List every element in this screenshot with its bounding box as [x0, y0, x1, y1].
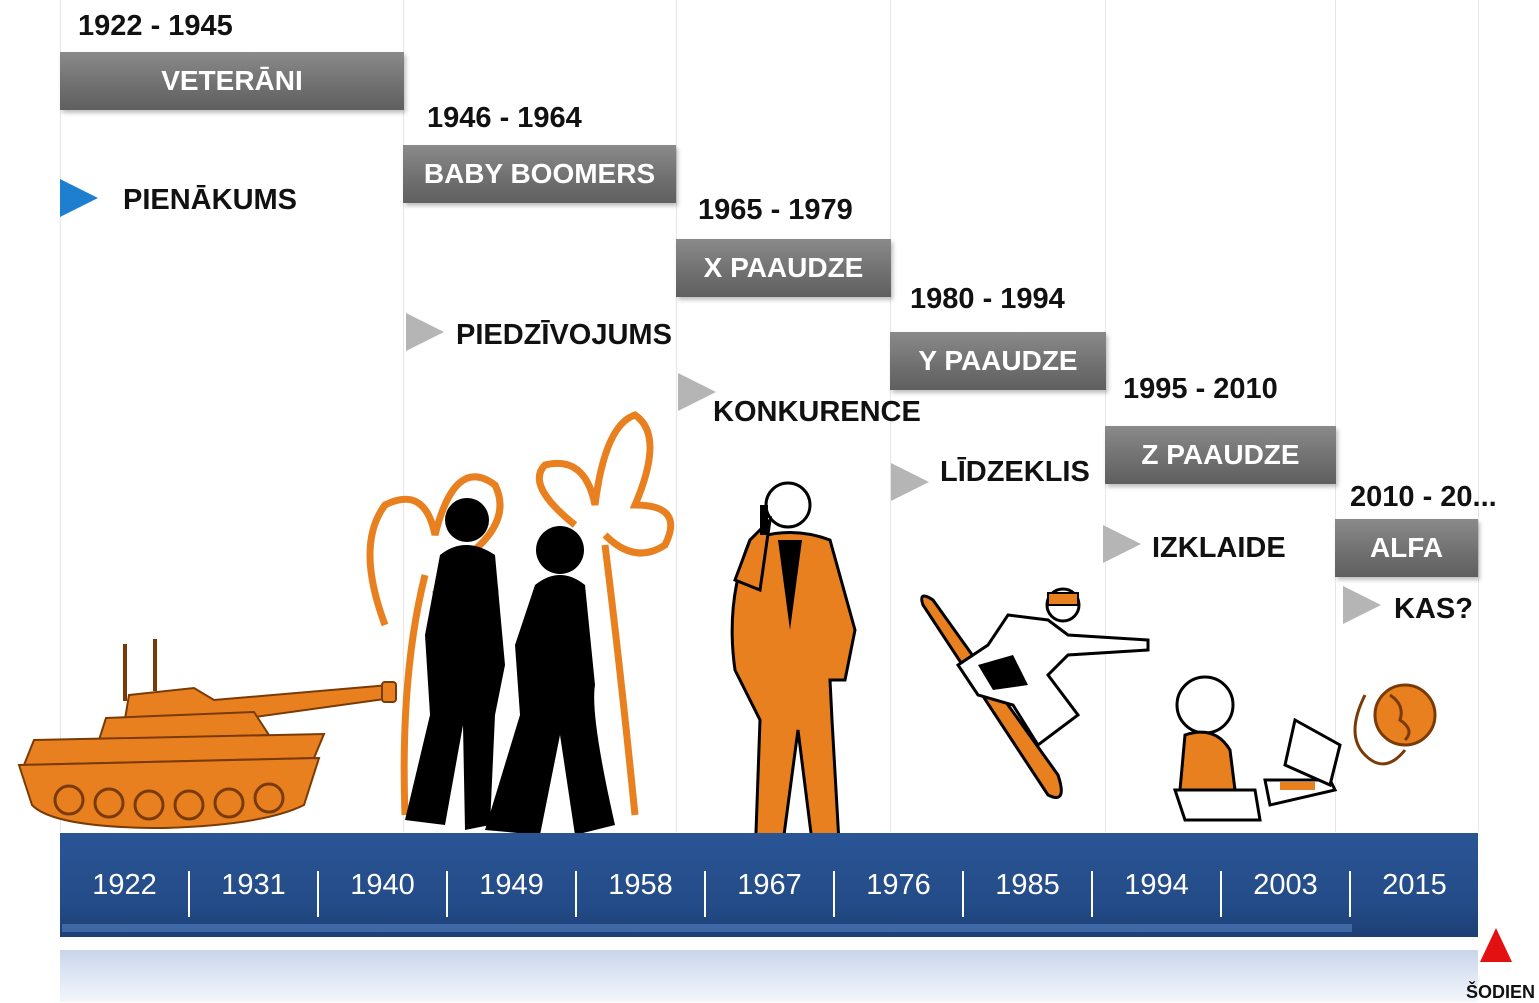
generation-years: 1980 - 1994	[910, 283, 1065, 315]
generation-label-x: X PAAUDZE	[676, 239, 891, 297]
generation-label-y: Y PAAUDZE	[890, 332, 1106, 390]
today-label: ŠODIEN	[1466, 982, 1536, 1002]
timeline-tick-divider	[188, 871, 190, 917]
timeline-tick-label: 1976	[866, 869, 931, 901]
timeline-bar: 1922 1931 1940 1949 1958 1967 1976 1985 …	[60, 833, 1478, 937]
column-divider	[1335, 0, 1336, 832]
timeline-tick-label: 1931	[221, 869, 286, 901]
timeline-tick-label: 1922	[92, 869, 157, 901]
generation-value: LĪDZEKLIS	[940, 456, 1090, 488]
generation-years: 1965 - 1979	[698, 194, 853, 226]
column-divider	[1105, 0, 1106, 832]
timeline-tick-label: 2015	[1382, 869, 1447, 901]
generation-label-z: Z PAAUDZE	[1105, 426, 1336, 484]
generation-years: 1922 - 1945	[78, 10, 233, 42]
timeline-base-shadow	[60, 950, 1478, 1002]
timeline-tick-divider	[704, 871, 706, 917]
timeline-tick-divider	[1349, 871, 1351, 917]
column-divider	[403, 0, 404, 832]
column-divider	[676, 0, 677, 832]
tank-icon	[17, 639, 397, 830]
timeline-tick-divider	[962, 871, 964, 917]
timeline-tick-label: 1967	[737, 869, 802, 901]
timeline-tick-divider	[446, 871, 448, 917]
generation-value: PIENĀKUMS	[123, 184, 298, 216]
timeline-tick-label: 1985	[995, 869, 1060, 901]
timeline-tick-label: 1994	[1124, 869, 1189, 901]
timeline-tick-divider	[317, 871, 319, 917]
timeline-tick-divider	[575, 871, 577, 917]
timeline-tick-label: 2003	[1253, 869, 1318, 901]
timeline-tick-divider	[1091, 871, 1093, 917]
baby-laptop-icon	[1172, 675, 1342, 822]
column-divider	[890, 0, 891, 832]
timeline-tick-label: 1949	[479, 869, 544, 901]
arrow-icon	[60, 179, 98, 217]
timeline-tick-divider	[833, 871, 835, 917]
column-divider	[60, 0, 61, 832]
generation-value: KONKURENCE	[713, 396, 921, 428]
globe-icon	[1353, 683, 1437, 766]
generation-label-baby-boomers: BABY BOOMERS	[403, 145, 676, 203]
generation-years: 2010 - 20...	[1350, 481, 1497, 513]
arrow-icon	[406, 313, 444, 351]
arrow-icon	[1103, 525, 1141, 563]
today-marker-icon	[1480, 928, 1512, 962]
generation-value: IZKLAIDE	[1152, 532, 1286, 564]
couple-flowers-icon	[366, 411, 675, 835]
generation-years: 1995 - 2010	[1123, 373, 1278, 405]
timeline-progress-line	[62, 924, 1352, 932]
column-divider	[1478, 0, 1479, 832]
generation-label-veterani: VETERĀNI	[60, 52, 404, 110]
generation-value: PIEDZĪVOJUMS	[456, 319, 672, 351]
snowboarder-icon	[920, 587, 1150, 799]
timeline-tick-divider	[1220, 871, 1222, 917]
generation-years: 1946 - 1964	[427, 102, 582, 134]
arrow-icon	[891, 463, 929, 501]
arrow-icon	[678, 373, 716, 411]
generation-label-alfa: ALFA	[1335, 519, 1478, 577]
businessman-phone-icon	[730, 481, 857, 867]
timeline-tick-label: 1958	[608, 869, 673, 901]
generation-value: KAS?	[1394, 593, 1473, 625]
timeline-tick-label: 1940	[350, 869, 415, 901]
arrow-icon	[1343, 586, 1381, 624]
